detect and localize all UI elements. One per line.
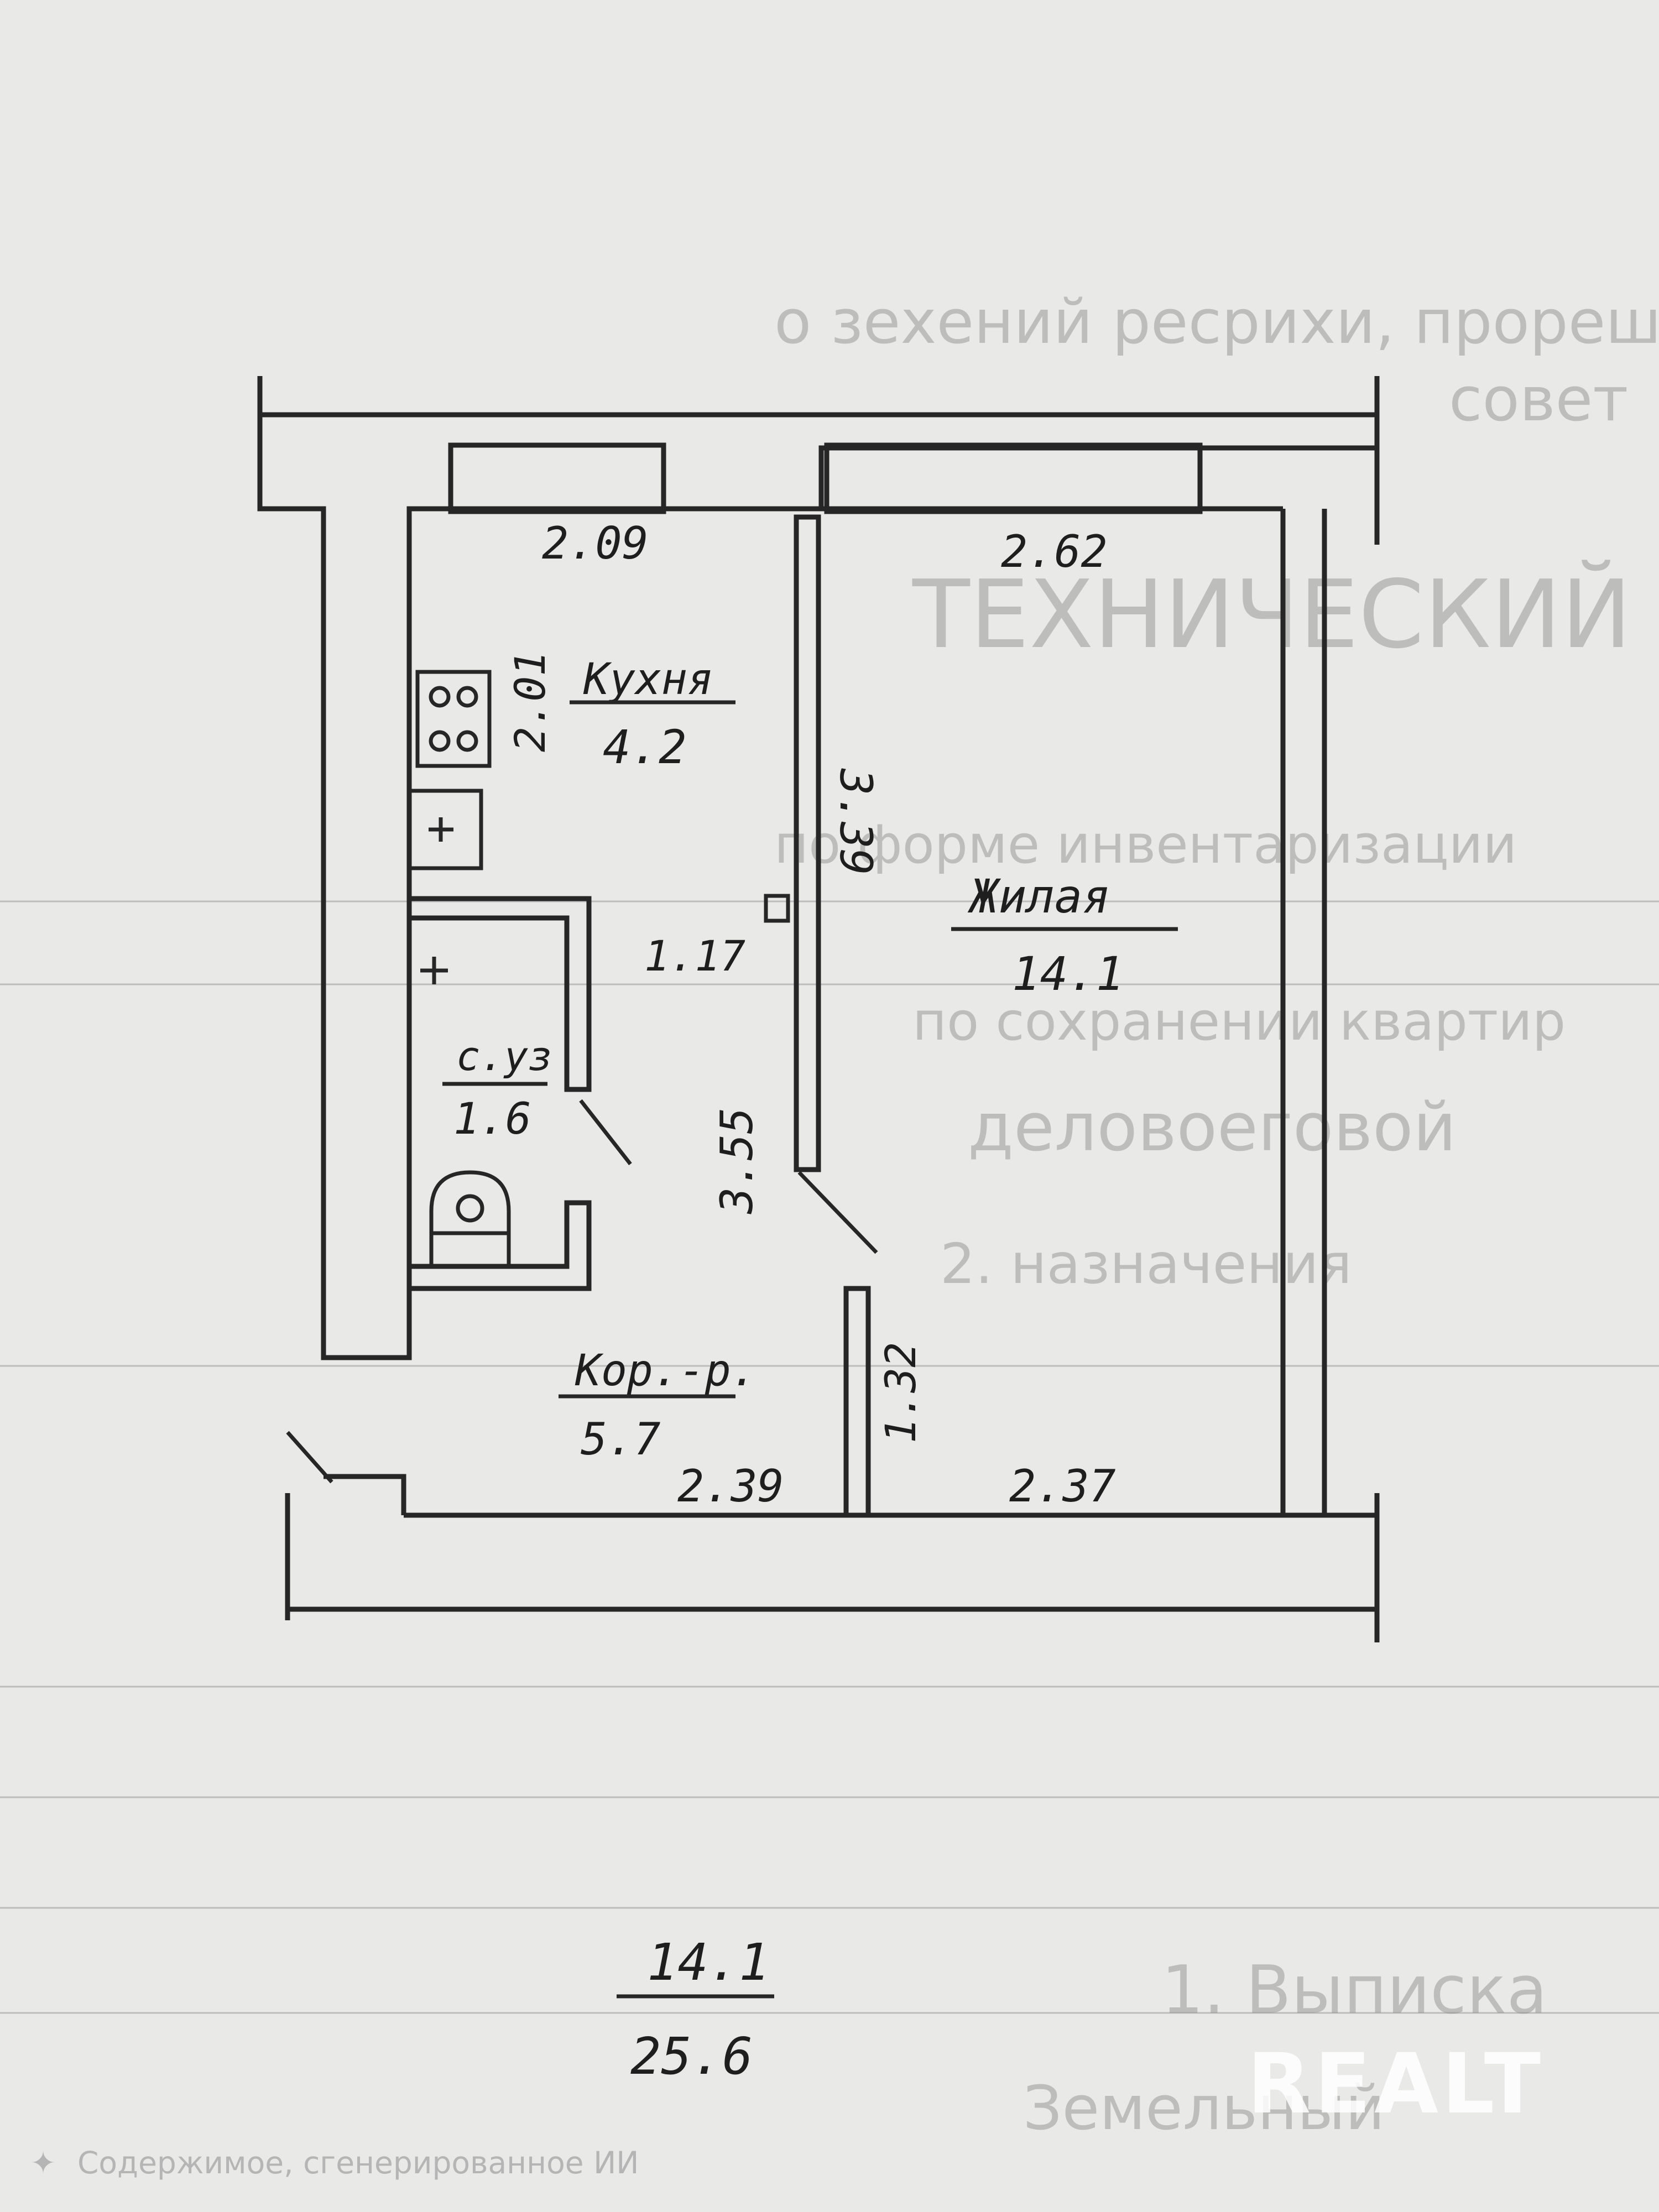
kitchen-sink-icon [407, 789, 483, 870]
form-header-line-2: совет [1449, 364, 1628, 435]
dimension-labels: 2.09 2.62 2.01 3.39 1.17 3.55 1.32 2.39 … [505, 518, 1116, 1512]
room-labels: Кухня 4.2 Жилая 14.1 с.уз 1.6 Кор.-р. 5.… [442, 655, 1178, 1465]
room-corridor: Кор.-р. 5.7 [559, 1346, 757, 1465]
dim-living-width-bottom: 2.37 [1009, 1460, 1116, 1512]
toilet-icon [429, 1170, 511, 1269]
bathroom-door [579, 1099, 632, 1166]
area-summary: 14.1 25.6 [617, 1933, 774, 2086]
summary-living-area: 14.1 [647, 1933, 770, 1992]
form-line-5: деловоеговой [968, 1089, 1456, 1166]
form-header-line-1: о зехений ресрихи, прорешпу нарош [774, 286, 1659, 357]
stove-icon [415, 670, 492, 768]
partition-corridor [843, 1286, 871, 1518]
dim-bathroom-width: 1.17 [644, 931, 745, 980]
bathroom-wall-lower [409, 1200, 592, 1291]
room-name-bathroom: с.уз [456, 1033, 552, 1079]
entry-door [286, 1431, 333, 1484]
bathroom-wall [409, 896, 592, 1092]
room-area-living: 14.1 [1012, 947, 1124, 1001]
summary-total-area: 25.6 [630, 2027, 753, 2086]
dim-partition-lower: 3.55 [711, 1107, 763, 1214]
bathroom-sink-icon [420, 957, 448, 984]
form-line-8: Земельный [1023, 2073, 1385, 2143]
window-kitchen [448, 442, 666, 514]
dim-partition-upper: 3.39 [830, 768, 881, 875]
form-line-6: 2. назначения [940, 1232, 1352, 1296]
outer-wall-top [257, 415, 1380, 1360]
room-area-bathroom: 1.6 [453, 1094, 531, 1144]
room-kitchen: Кухня 4.2 [570, 655, 735, 774]
dim-corridor-wall: 1.32 [876, 1342, 925, 1443]
room-name-kitchen: Кухня [583, 655, 713, 705]
window-living [824, 442, 1203, 514]
entry-wall [324, 1474, 406, 1515]
background-form: о зехений ресрихи, прорешпу нарош совет … [774, 286, 1659, 2143]
form-rules [0, 900, 1659, 2014]
partition-kitchen-living [794, 514, 821, 1172]
sparkle-icon: ✦ [30, 2145, 56, 2180]
ai-generated-note: Содержимое, сгенерированное ИИ [77, 2145, 639, 2180]
form-line-7: 1. Выписка [1161, 1952, 1547, 2029]
form-line-3: по форме инвентаризации [774, 815, 1517, 875]
walls [257, 376, 1380, 1642]
form-line-4: по сохранении квартир [912, 992, 1566, 1052]
room-name-corridor: Кор.-р. [575, 1346, 757, 1396]
partition-stub [764, 894, 790, 923]
dim-corridor-width: 2.39 [677, 1460, 784, 1512]
room-area-kitchen: 4.2 [603, 720, 687, 774]
room-name-living: Жилая [967, 869, 1110, 924]
realt-watermark: REALT [1247, 2036, 1544, 2132]
fixtures [407, 670, 511, 1269]
outer-wall-bottom [285, 1493, 1380, 1612]
dim-kitchen-width: 2.09 [542, 518, 649, 569]
living-door [797, 1171, 878, 1254]
dim-living-width-top: 2.62 [1001, 526, 1108, 577]
room-area-corridor: 5.7 [581, 1413, 661, 1465]
dim-kitchen-depth: 2.01 [505, 651, 555, 752]
room-living: Жилая 14.1 [951, 869, 1178, 1001]
room-bathroom: с.уз 1.6 [442, 1033, 552, 1144]
